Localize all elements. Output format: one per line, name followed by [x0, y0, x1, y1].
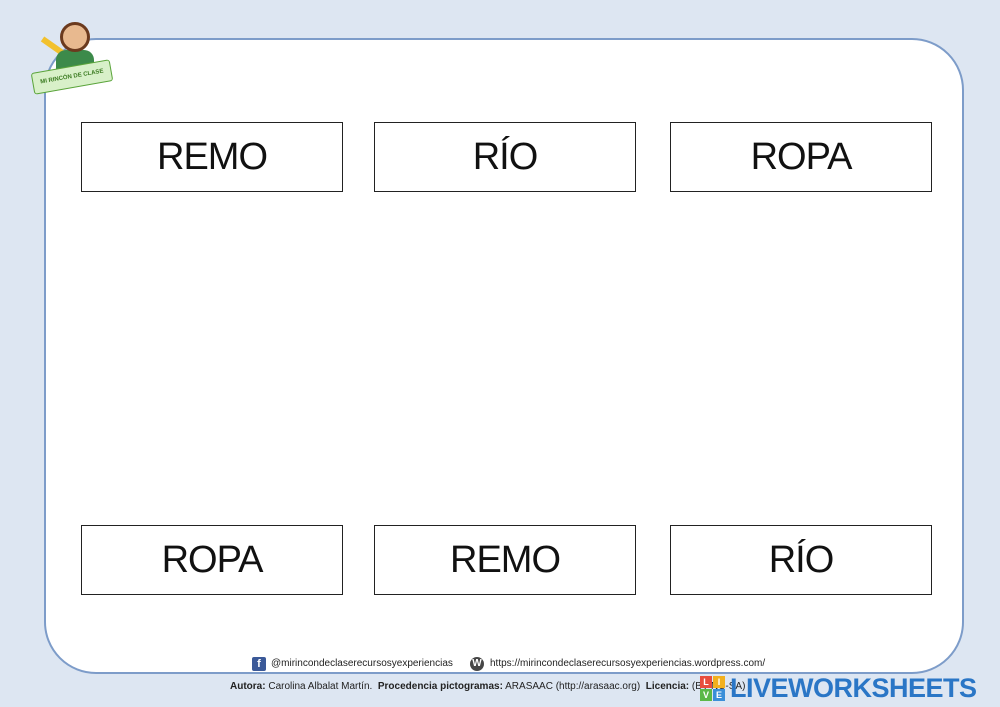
liveworksheets-wordmark: LIVEWORKSHEETS: [730, 672, 977, 703]
word-box-top-3[interactable]: ROPA: [670, 122, 932, 192]
word-label: REMO: [157, 135, 268, 178]
website-link[interactable]: https://mirincondeclaserecursosyexperien…: [490, 658, 766, 669]
word-label: REMO: [450, 538, 561, 581]
word-box-bottom-2[interactable]: REMO: [374, 525, 636, 595]
footer-credits: Autora: Carolina Albalat Martín. Procede…: [230, 681, 745, 692]
liveworksheets-logo[interactable]: L I V E LIVEWORKSHEETS: [700, 672, 977, 704]
word-label: RÍO: [472, 135, 539, 178]
word-label: ROPA: [750, 135, 853, 178]
word-label: ROPA: [161, 538, 264, 581]
word-box-bottom-1[interactable]: ROPA: [81, 525, 343, 595]
word-box-bottom-3[interactable]: RÍO: [670, 525, 932, 595]
facebook-handle[interactable]: @mirincondeclaserecursosyexperiencias: [271, 658, 453, 669]
teacher-avatar-icon: [60, 22, 90, 52]
word-label: RÍO: [768, 538, 835, 581]
mi-rincon-de-clase-logo: MI RINCÓN DE CLASE: [30, 18, 114, 95]
word-box-top-1[interactable]: REMO: [81, 122, 343, 192]
footer-links: f @mirincondeclaserecursosyexperiencias …: [0, 657, 1000, 673]
wordpress-icon: W: [470, 657, 484, 671]
liveworksheets-blocks-icon: L I V E: [700, 674, 728, 702]
facebook-icon: f: [252, 657, 266, 671]
word-box-top-2[interactable]: RÍO: [374, 122, 636, 192]
